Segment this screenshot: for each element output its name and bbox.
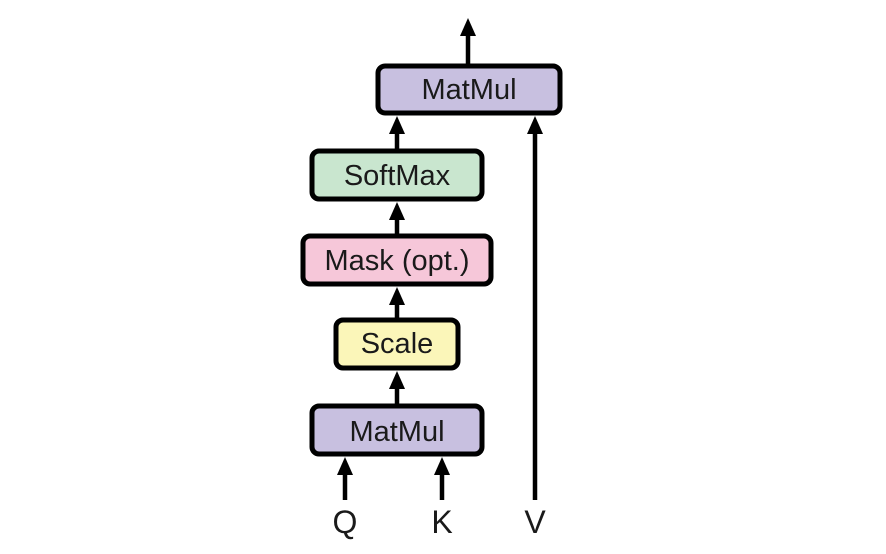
input-q-label: Q <box>333 504 358 540</box>
scale-rect <box>333 317 461 371</box>
input-k-label: K <box>431 504 452 540</box>
mask-rect <box>300 233 494 287</box>
matmul-top-label: MatMul <box>421 74 516 106</box>
matmul-top-rect <box>375 63 563 116</box>
matmul-top-block: MatMul <box>375 63 563 116</box>
mask-block: Mask (opt.) <box>300 233 494 287</box>
arrow-k-to-matmul <box>434 457 450 500</box>
matmul-bottom-block: MatMul <box>309 403 485 457</box>
matmul-bottom-rect <box>309 403 485 457</box>
mask-label: Mask (opt.) <box>324 245 469 277</box>
arrow-q-to-matmul <box>337 457 353 500</box>
arrow-matmul-to-scale <box>389 371 405 406</box>
arrow-scale-to-mask <box>389 287 405 320</box>
input-v-label: V <box>524 504 546 540</box>
arrow-v-to-matmul <box>527 116 543 500</box>
softmax-label: SoftMax <box>344 160 451 192</box>
softmax-block: SoftMax <box>309 148 485 202</box>
scale-label: Scale <box>361 328 434 360</box>
scale-block: Scale <box>333 317 461 371</box>
matmul-bottom-label: MatMul <box>349 416 444 448</box>
arrow-mask-to-softmax <box>389 202 405 236</box>
softmax-rect <box>309 148 485 202</box>
output-arrow <box>460 18 476 66</box>
arrow-softmax-to-matmul <box>389 116 405 151</box>
